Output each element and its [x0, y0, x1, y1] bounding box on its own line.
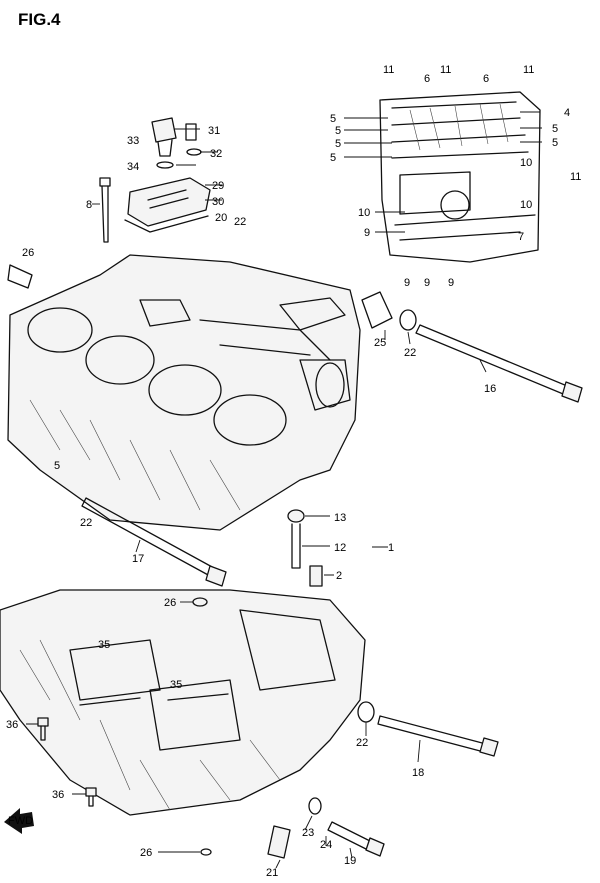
callout-22: 22: [80, 517, 92, 529]
long-bolt-17: [81, 497, 227, 587]
callout-10: 10: [520, 157, 532, 169]
callout-35: 35: [98, 639, 110, 651]
long-bolt-16: [361, 291, 583, 403]
callout-13: 13: [334, 512, 346, 524]
callout-18: 18: [412, 767, 424, 779]
callout-26: 26: [140, 847, 152, 859]
callout-11: 11: [440, 64, 451, 76]
callout-26: 26: [164, 597, 176, 609]
callout-5: 5: [552, 123, 558, 135]
callout-35: 35: [170, 679, 182, 691]
bolt-layout-inset: [344, 91, 542, 263]
front-arrow-icon: FWD: [4, 808, 34, 834]
callout-22: 22: [234, 216, 246, 228]
bolt-8: [92, 177, 111, 243]
callout-1: 1: [388, 542, 394, 554]
callout-22: 22: [404, 347, 416, 359]
callout-24: 24: [320, 839, 332, 851]
callout-11: 11: [523, 64, 534, 76]
thermostat-assembly: [124, 117, 222, 233]
callout-10: 10: [520, 199, 532, 211]
lower-crankcase: [0, 589, 366, 816]
callout-9: 9: [404, 277, 410, 289]
callout-6: 6: [483, 73, 489, 85]
callout-11: 11: [383, 64, 394, 76]
callout-9: 9: [424, 277, 430, 289]
callout-22: 22: [356, 737, 368, 749]
callout-21: 21: [266, 867, 278, 879]
front-marker: FWD: [8, 815, 33, 827]
dowel-parts: [287, 509, 388, 587]
callout-20: 20: [215, 212, 227, 224]
callout-34: 34: [127, 161, 139, 173]
callout-17: 17: [132, 553, 144, 565]
callout-6: 6: [424, 73, 430, 85]
callout-16: 16: [484, 383, 496, 395]
callout-32: 32: [210, 148, 222, 160]
callout-9: 9: [448, 277, 454, 289]
callout-12: 12: [334, 542, 346, 554]
callout-30: 30: [212, 196, 224, 208]
callout-31: 31: [208, 125, 220, 137]
callout-5: 5: [330, 152, 336, 164]
bolts-36: [26, 717, 97, 807]
callout-23: 23: [302, 827, 314, 839]
callout-9: 9: [364, 227, 370, 239]
callout-7: 7: [518, 231, 524, 243]
callout-36: 36: [52, 789, 64, 801]
long-bolt-18: [357, 701, 499, 763]
callout-2: 2: [336, 570, 342, 582]
callout-26: 26: [22, 247, 34, 259]
upper-crankcase: [7, 254, 361, 531]
callout-5: 5: [330, 113, 336, 125]
callout-36: 36: [6, 719, 18, 731]
callout-8: 8: [86, 199, 92, 211]
callout-33: 33: [127, 135, 139, 147]
callout-25: 25: [374, 337, 386, 349]
callout-5: 5: [335, 125, 341, 137]
callout-11: 11: [570, 171, 581, 183]
callout-labels: 11 6 11 6 11 5 5 5 5 4 5 5 10 11 10 10 9…: [6, 64, 581, 879]
callout-5: 5: [54, 460, 60, 472]
callout-5: 5: [335, 138, 341, 150]
callout-19: 19: [344, 855, 356, 867]
callout-4: 4: [564, 107, 570, 119]
small-bottom-parts: [158, 797, 385, 869]
callout-29: 29: [212, 180, 224, 192]
figure-title: FIG.4: [18, 10, 61, 29]
callout-5: 5: [552, 137, 558, 149]
callout-10: 10: [358, 207, 370, 219]
